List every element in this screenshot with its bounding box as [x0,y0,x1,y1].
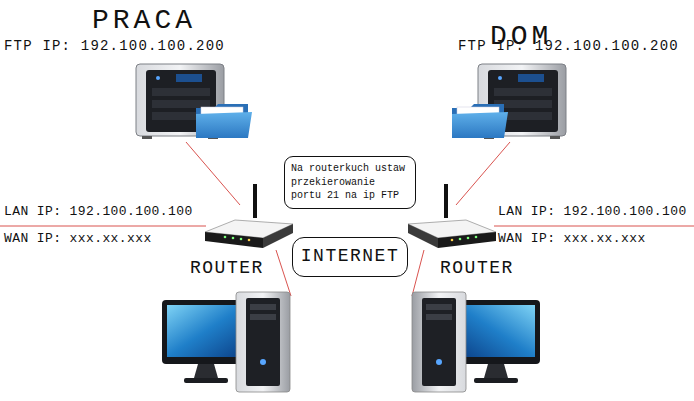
computer-icon [162,292,290,392]
connection-lines [0,142,694,296]
ip-label: LAN IP: 192.100.100.100 [4,204,193,220]
folder-icon [196,104,252,138]
router-icon [205,184,293,248]
ip-label: FTP IP: 192.100.100.200 [4,38,225,55]
site-title: PRACA [92,4,196,38]
ip-label: WAN IP: xxx.xx.xxx [498,231,646,247]
note-text: Na routerkuch ustaw przekierowanie portu… [291,162,409,203]
device-label: ROUTER [440,258,514,280]
folder-icon [452,104,508,138]
ip-label: LAN IP: 192.100.100.100 [498,204,687,220]
network-box: INTERNET [292,237,408,277]
router-icon [408,184,496,248]
device-label: ROUTER [190,258,264,280]
box-text: INTERNET [301,246,399,268]
ip-label: FTP IP: 192.100.100.200 [458,38,679,55]
callout-box: Na routerkuch ustaw przekierowanie portu… [284,156,416,209]
computer-icon [412,292,540,392]
ip-label: WAN IP: xxx.xx.xxx [4,231,152,247]
